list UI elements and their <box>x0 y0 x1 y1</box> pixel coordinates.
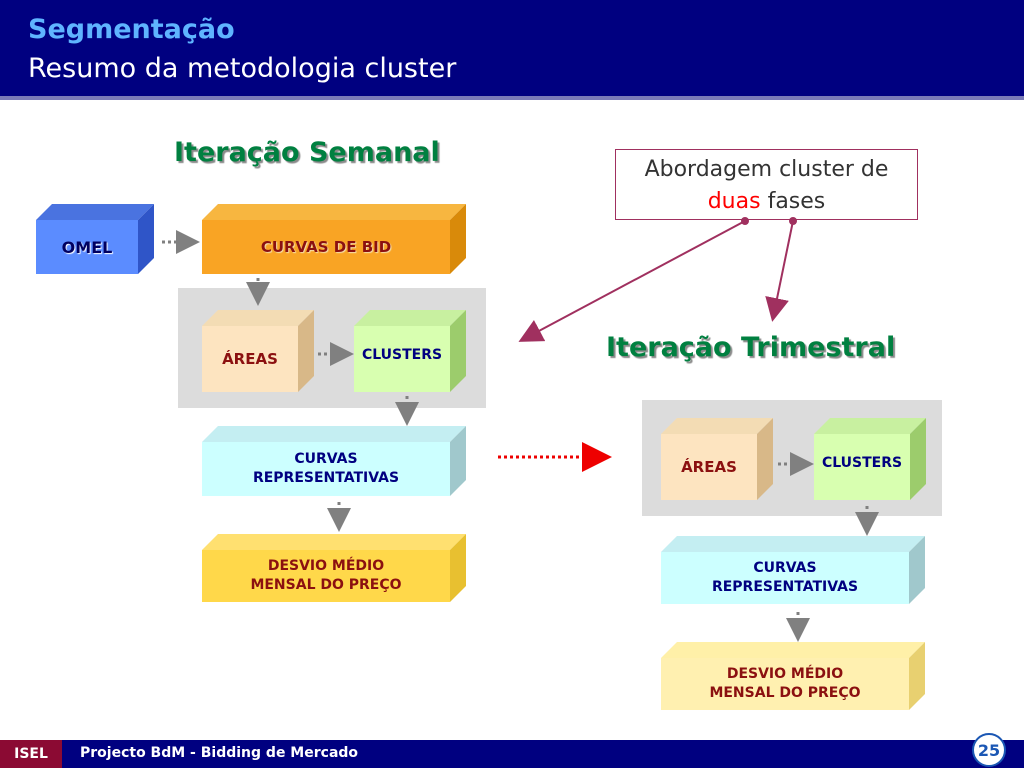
areas-weekly-side <box>298 310 314 392</box>
quarterly-iteration-heading: Iteração Trimestral <box>606 332 896 363</box>
clusters-weekly-top <box>354 310 466 326</box>
header-bar <box>0 0 1024 100</box>
rep-quarterly-line1: CURVAS <box>753 560 817 576</box>
slide-subtitle: Resumo da metodologia cluster <box>28 53 457 84</box>
rep-weekly-line2: REPRESENTATIVAS <box>252 470 400 486</box>
areas-quarterly-box: ÁREAS <box>661 434 757 500</box>
footer-bar <box>0 740 1024 768</box>
areas-weekly-label: ÁREAS <box>222 349 278 368</box>
desvio-weekly-line1: DESVIO MÉDIO <box>267 558 385 574</box>
desvio-quarterly-top <box>661 642 925 658</box>
desvio-weekly-side <box>450 534 466 602</box>
rep-curves-quarterly-box: CURVAS REPRESENTATIVAS <box>661 552 909 604</box>
desvio-quarterly-side <box>909 642 925 710</box>
areas-weekly-top <box>202 310 314 326</box>
omel-label: OMEL <box>61 237 113 257</box>
clusters-weekly-label: CLUSTERS <box>361 347 443 363</box>
rep-quarterly-top <box>661 536 925 552</box>
clusters-weekly-box: CLUSTERS <box>354 326 450 392</box>
note-rest: fases <box>760 189 826 214</box>
clusters-quarterly-side <box>910 418 926 500</box>
rep-weekly-side <box>450 426 466 496</box>
note-highlight: duas <box>707 189 761 214</box>
desvio-quarterly-line1: DESVIO MÉDIO <box>726 666 844 682</box>
clusters-quarterly-label: CLUSTERS <box>821 455 903 471</box>
rep-quarterly-line2: REPRESENTATIVAS <box>711 579 859 595</box>
deviation-quarterly-box: DESVIO MÉDIO MENSAL DO PREÇO <box>661 658 909 710</box>
rep-curves-weekly-box: CURVAS REPRESENTATIVAS <box>202 442 450 496</box>
clusters-quarterly-top <box>814 418 926 434</box>
desvio-weekly-top <box>202 534 466 550</box>
areas-quarterly-side <box>757 418 773 500</box>
omel-box-side <box>138 204 154 274</box>
two-phase-note: Abordagem cluster de duas fases <box>615 149 918 220</box>
isel-tag: ISEL <box>0 740 62 768</box>
page-number: 25 <box>977 740 1001 760</box>
rep-weekly-top <box>202 426 466 442</box>
project-name: Projecto BdM - Bidding de Mercado <box>80 745 359 761</box>
clusters-quarterly-box: CLUSTERS <box>814 434 910 500</box>
slide-title: Segmentação <box>28 14 235 45</box>
clusters-weekly-side <box>450 310 466 392</box>
rep-weekly-line1: CURVAS <box>294 451 358 467</box>
areas-quarterly-label: ÁREAS <box>681 457 737 476</box>
note-arrow-to-quarterly <box>765 220 794 322</box>
bid-curves-label: CURVAS DE BID <box>260 237 392 256</box>
bid-box-top <box>202 204 466 220</box>
bid-box-side <box>450 204 466 274</box>
deviation-weekly-box: DESVIO MÉDIO MENSAL DO PREÇO <box>202 550 450 602</box>
desvio-weekly-line2: MENSAL DO PREÇO <box>250 577 402 593</box>
omel-box: OMEL <box>36 220 138 274</box>
note-line1: Abordagem cluster de <box>644 157 889 182</box>
areas-quarterly-top <box>661 418 773 434</box>
rep-quarterly-side <box>909 536 925 604</box>
omel-box-top <box>36 204 154 220</box>
note-arrow-to-weekly <box>518 220 746 342</box>
desvio-quarterly-line2: MENSAL DO PREÇO <box>709 685 861 701</box>
bid-curves-box: CURVAS DE BID <box>202 220 450 274</box>
areas-weekly-box: ÁREAS <box>202 326 298 392</box>
weekly-iteration-heading: Iteração Semanal <box>174 137 440 168</box>
page-number-badge: 25 <box>972 733 1006 767</box>
